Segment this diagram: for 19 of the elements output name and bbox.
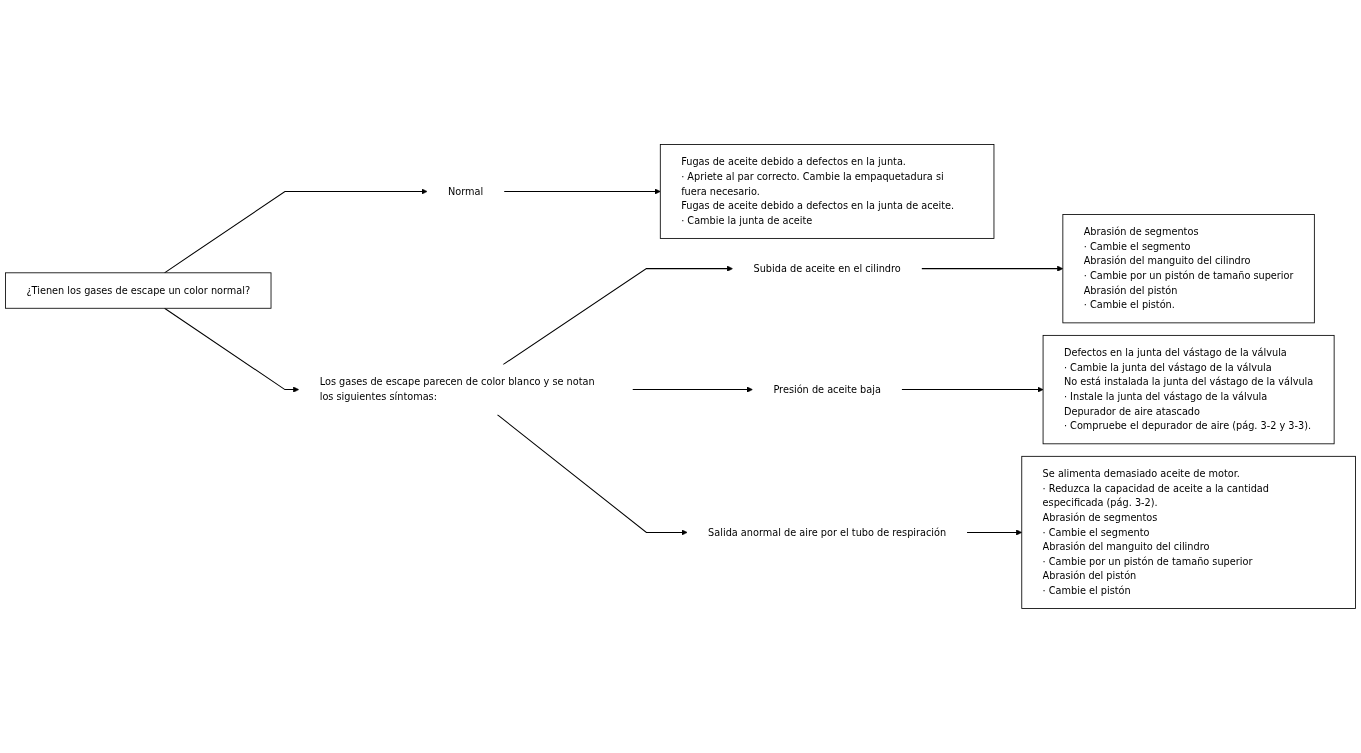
node-text: Normal (448, 185, 484, 197)
arrow (966, 529, 1023, 536)
node-text: Presión de aceite baja (773, 383, 881, 395)
node-box: ¿Tienen los gases de escape un color normal? (5, 272, 272, 309)
arrow (921, 265, 1064, 272)
arrow (502, 265, 733, 366)
node-box: Defectos en la junta del vástago de la válvula · Cambie la junta del vástago de la válvula No está instalada la junta del vástago de la válvula · Instale la junta del vástago de la válvula Depurador de aire atascado · Compruebe el depurador de aire (pág. 3-2 y 3-3). (1042, 334, 1335, 445)
node-text: Subida de aceite en el cilindro (753, 262, 901, 274)
arrow (164, 188, 428, 274)
node-box: Se alimenta demasiado aceite de motor. · Reduzca la capacidad de aceite a la cantidad especificada (pág. 3-2). Abrasión de segmentos · Cambie el segmento Abrasión del manguito del cilindro · Cambie por un pistón de tamaño superior Abrasión del pistón · Cambie el pistón (1021, 455, 1356, 609)
node-box: Fugas de aceite debido a defectos en la junta. · Apriete al par correcto. Cambie la empaquetadura si fuera necesario. Fugas de aceite debido a defectos en la junta de aceite. · Cambie la junta de aceite (659, 144, 995, 239)
node-box: Abrasión de segmentos · Cambie el segmento Abrasión del manguito del cilindro · Cambie por un pistón de tamaño superior Abrasión del pistón · Cambie el pistón. (1062, 213, 1315, 324)
node-text: Los gases de escape parecen de color blanco y se notan los siguientes síntomas: (319, 376, 595, 403)
arrow (503, 188, 661, 195)
arrow (164, 307, 300, 393)
node-text: Salida anormal de aire por el tubo de respiración (708, 526, 947, 538)
arrow (901, 386, 1044, 393)
arrow (631, 386, 753, 393)
arrow (496, 414, 688, 536)
